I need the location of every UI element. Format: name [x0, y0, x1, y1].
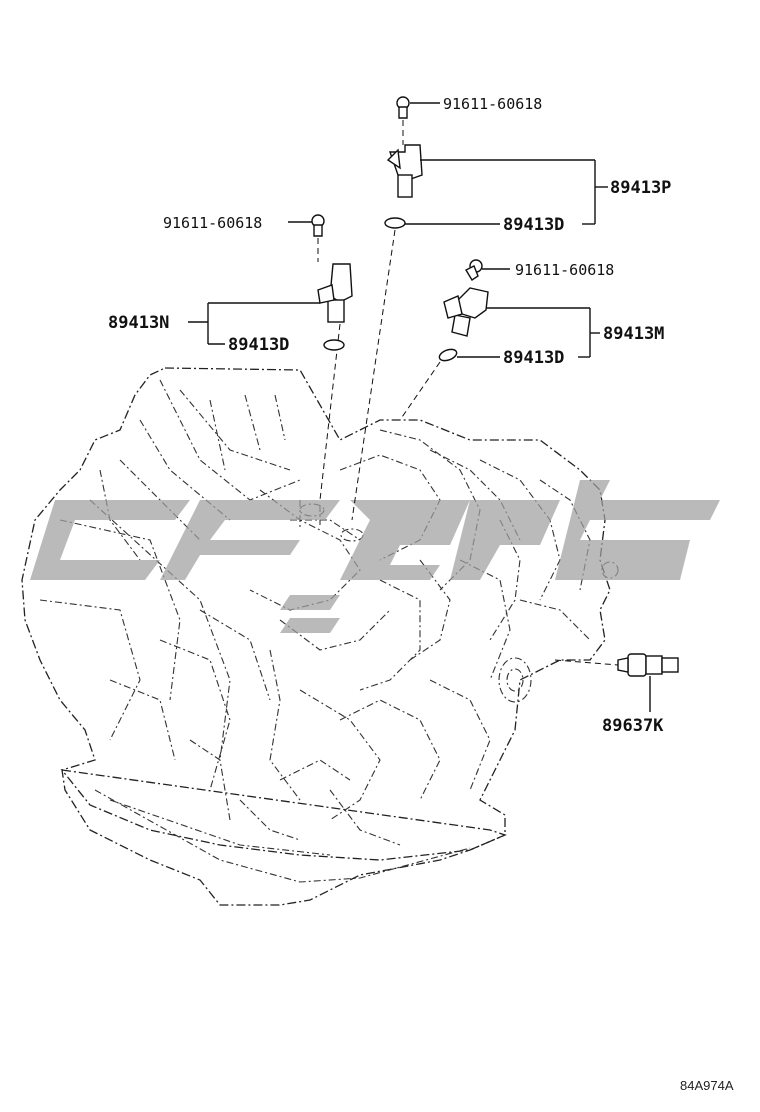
- label-oring-p: 89413D: [503, 215, 564, 235]
- label-oring-n: 89413D: [228, 335, 289, 355]
- watermark-logo: [30, 480, 720, 633]
- label-oring-m: 89413D: [503, 348, 564, 368]
- reference-code: 84A974A: [680, 1078, 734, 1093]
- o-ring-m: [438, 348, 458, 362]
- sensor-assembly-m: [399, 259, 600, 421]
- sensor-assembly-p: [351, 96, 608, 521]
- o-ring-n: [323, 339, 345, 351]
- label-bolt-m: 91611-60618: [515, 261, 614, 279]
- bolt-n: [311, 214, 325, 237]
- label-bolt-p: 91611-60618: [443, 95, 542, 113]
- sensor-assembly-n: [188, 214, 353, 501]
- transaxle-housing: [21, 367, 619, 906]
- pressure-switch-k: [617, 653, 679, 677]
- label-switch-k: 89637K: [602, 716, 664, 736]
- switch-assembly-k: [554, 653, 679, 712]
- label-bolt-n: 91611-60618: [163, 214, 262, 232]
- o-ring-p: [384, 217, 406, 229]
- speed-sensor-n: [317, 263, 353, 323]
- speed-sensor-p: [386, 144, 423, 198]
- label-sensor-n: 89413N: [108, 313, 169, 333]
- bolt-p: [396, 96, 410, 119]
- label-sensor-p: 89413P: [610, 178, 671, 198]
- speed-sensor-m: [443, 287, 489, 337]
- label-sensor-m: 89413M: [603, 324, 664, 344]
- bolt-m: [465, 259, 483, 281]
